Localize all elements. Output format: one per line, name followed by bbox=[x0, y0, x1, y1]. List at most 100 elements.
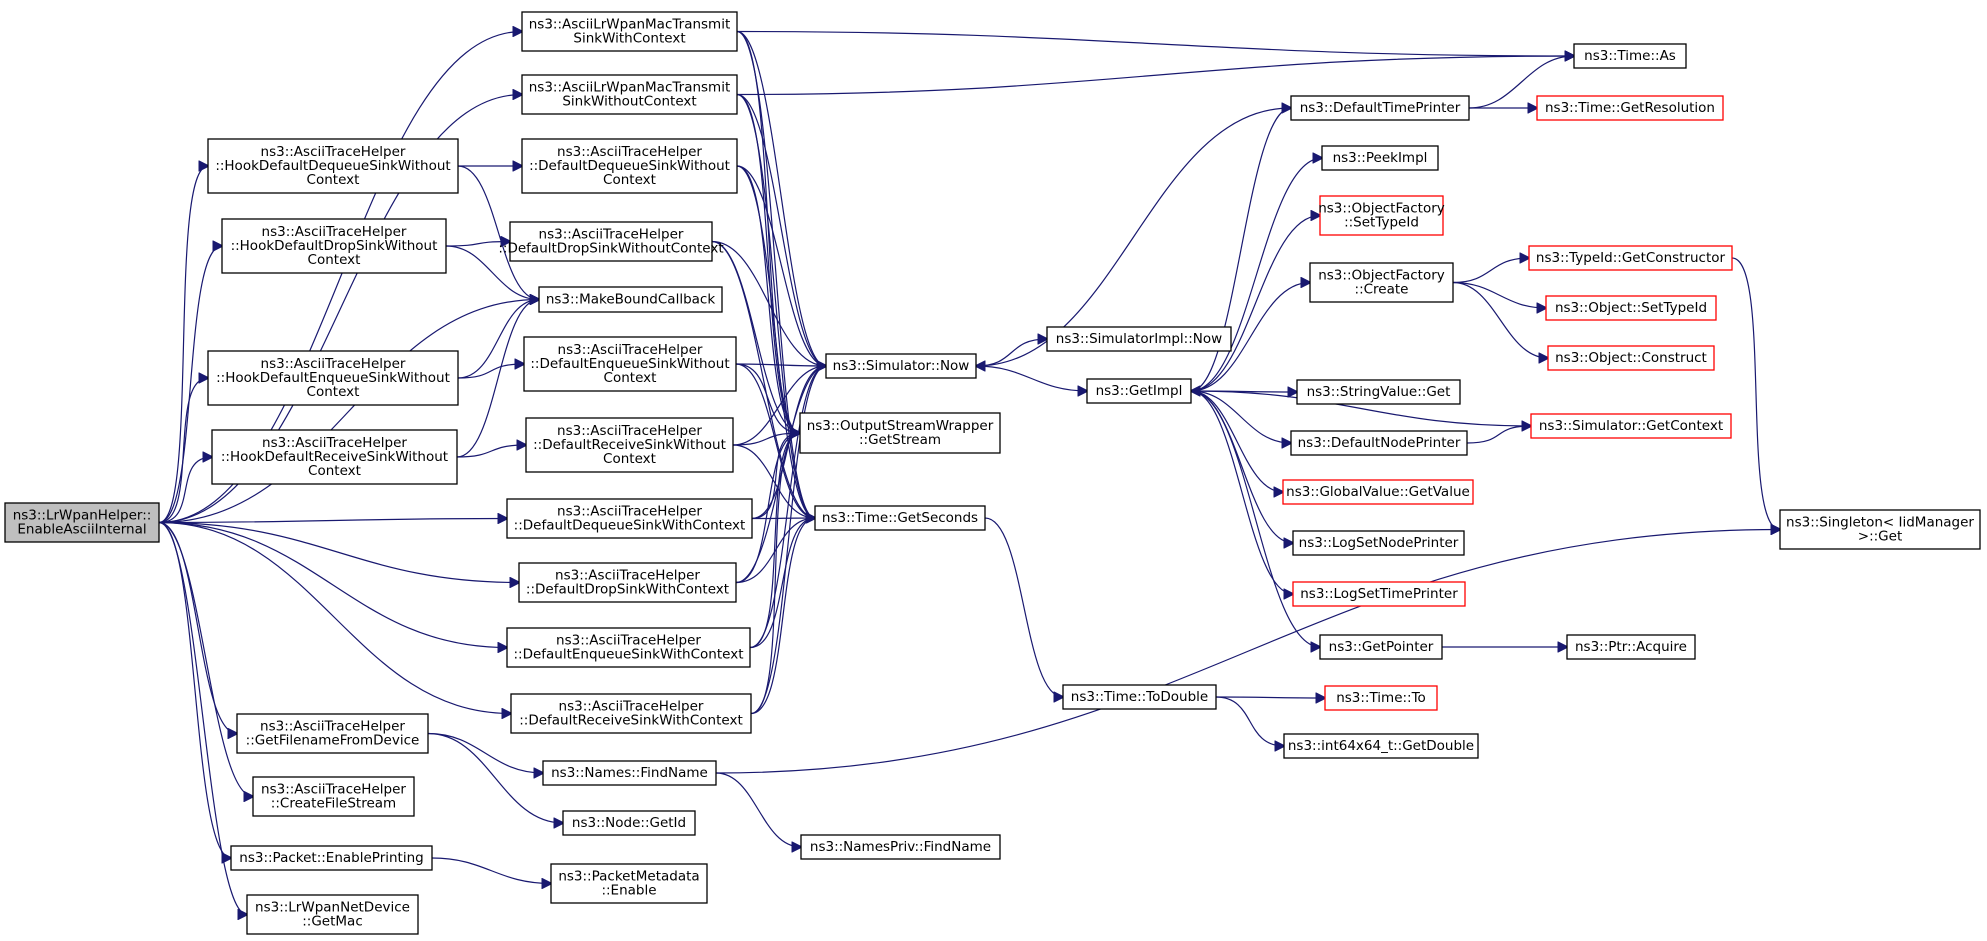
node-box bbox=[1528, 245, 1733, 271]
node-hookDeq[interactable]: ns3::AsciiTraceHelper::HookDefaultDequeu… bbox=[207, 138, 459, 194]
node-enablePrinting[interactable]: ns3::Packet::EnablePrinting bbox=[230, 845, 433, 871]
edge-root-to-defDropCtx bbox=[158, 521, 519, 583]
edge-root-to-enablePrinting bbox=[158, 521, 231, 859]
node-hookEnq[interactable]: ns3::AsciiTraceHelper::HookDefaultEnqueu… bbox=[207, 350, 459, 406]
edge-defDeqCtx-to-timeGetSeconds bbox=[751, 518, 815, 519]
node-objFactCreate[interactable]: ns3::ObjectFactory::Create bbox=[1309, 262, 1454, 303]
node-defRecvNoCtx[interactable]: ns3::AsciiTraceHelper::DefaultReceiveSin… bbox=[525, 417, 734, 473]
node-label: ns3::PacketMetadata bbox=[558, 869, 699, 885]
node-label: ns3::DefaultNodePrinter bbox=[1298, 435, 1461, 451]
node-defEnqCtx[interactable]: ns3::AsciiTraceHelper::DefaultEnqueueSin… bbox=[506, 627, 751, 668]
edge-root-to-lrwpanTxNoCtx bbox=[158, 95, 522, 524]
node-logSetTimePrinter[interactable]: ns3::LogSetTimePrinter bbox=[1292, 581, 1466, 607]
node-label: ns3::GetImpl bbox=[1096, 383, 1183, 399]
node-defDeqNoCtx[interactable]: ns3::AsciiTraceHelper::DefaultDequeueSin… bbox=[521, 138, 738, 194]
node-label: ::DefaultEnqueueSinkWithContext bbox=[513, 647, 743, 663]
node-namesFind[interactable]: ns3::Names::FindName bbox=[542, 760, 717, 786]
node-hookRecv[interactable]: ns3::AsciiTraceHelper::HookDefaultReceiv… bbox=[211, 429, 458, 485]
node-box bbox=[1086, 378, 1192, 404]
node-label: ns3::Node::GetId bbox=[572, 815, 686, 831]
node-defDeqCtx[interactable]: ns3::AsciiTraceHelper::DefaultDequeueSin… bbox=[506, 498, 753, 539]
node-namesPrivFind[interactable]: ns3::NamesPriv::FindName bbox=[800, 834, 1001, 860]
edge-hookRecv-to-makeBound bbox=[456, 300, 539, 458]
node-simGetContext[interactable]: ns3::Simulator::GetContext bbox=[1530, 413, 1732, 439]
node-timeTo[interactable]: ns3::Time::To bbox=[1324, 685, 1438, 711]
node-label: ns3::Packet::EnablePrinting bbox=[239, 850, 423, 866]
node-defTimePrinter[interactable]: ns3::DefaultTimePrinter bbox=[1290, 95, 1470, 121]
node-objConstruct[interactable]: ns3::Object::Construct bbox=[1547, 345, 1715, 371]
node-ptrAcquire[interactable]: ns3::Ptr::Acquire bbox=[1566, 634, 1696, 660]
node-globalValGet[interactable]: ns3::GlobalValue::GetValue bbox=[1282, 479, 1474, 505]
edge-root-to-hookDeq bbox=[158, 166, 208, 524]
edge-root-to-hookEnq bbox=[158, 378, 208, 524]
node-typeIdGetCtor[interactable]: ns3::TypeId::GetConstructor bbox=[1528, 245, 1733, 271]
node-box bbox=[1290, 430, 1468, 456]
node-getImpl[interactable]: ns3::GetImpl bbox=[1086, 378, 1192, 404]
node-hookDrop[interactable]: ns3::AsciiTraceHelper::HookDefaultDropSi… bbox=[221, 218, 447, 274]
node-getPointer[interactable]: ns3::GetPointer bbox=[1319, 634, 1443, 660]
node-timeGetSeconds[interactable]: ns3::Time::GetSeconds bbox=[814, 505, 986, 531]
node-pktMetaEnable[interactable]: ns3::PacketMetadata::Enable bbox=[550, 863, 708, 904]
node-strValGet[interactable]: ns3::StringValue::Get bbox=[1296, 379, 1461, 405]
edge-enablePrinting-to-pktMetaEnable bbox=[431, 857, 551, 884]
node-objFactSetTypeId[interactable]: ns3::ObjectFactory::SetTypeId bbox=[1318, 195, 1445, 236]
node-label: ns3::AsciiTraceHelper bbox=[260, 719, 405, 735]
node-box bbox=[1292, 530, 1465, 556]
node-lrwpanTxNoCtx[interactable]: ns3::AsciiLrWpanMacTransmitSinkWithoutCo… bbox=[521, 74, 738, 115]
node-label: ns3::AsciiTraceHelper bbox=[556, 633, 701, 649]
node-label: ::HookDefaultReceiveSinkWithout bbox=[221, 449, 448, 465]
node-label: ::DefaultEnqueueSinkWithout bbox=[530, 356, 729, 372]
edge-getImpl-to-defNodePrinter bbox=[1190, 390, 1291, 443]
edge-defDropCtx-to-osGetStream bbox=[735, 433, 800, 584]
node-label: ns3::NamesPriv::FindName bbox=[810, 839, 991, 855]
node-label: ns3::AsciiTraceHelper bbox=[557, 423, 702, 439]
node-label: ns3::AsciiTraceHelper bbox=[557, 144, 702, 160]
node-objSetTypeId[interactable]: ns3::Object::SetTypeId bbox=[1545, 295, 1717, 321]
node-createFile[interactable]: ns3::AsciiTraceHelper::CreateFileStream bbox=[252, 776, 415, 817]
node-defDropNoCtx[interactable]: ns3::AsciiTraceHelper::DefaultDropSinkWi… bbox=[498, 221, 724, 262]
edge-root-to-createFile bbox=[158, 521, 253, 797]
node-label: Context bbox=[603, 451, 656, 467]
node-simImplNow[interactable]: ns3::SimulatorImpl::Now bbox=[1046, 326, 1232, 352]
node-defRecvCtx[interactable]: ns3::AsciiTraceHelper::DefaultReceiveSin… bbox=[510, 693, 752, 734]
node-label: SinkWithContext bbox=[573, 31, 685, 47]
node-label: ns3::AsciiTraceHelper bbox=[261, 144, 406, 160]
node-getFilename[interactable]: ns3::AsciiTraceHelper::GetFilenameFromDe… bbox=[236, 713, 429, 754]
node-box bbox=[1290, 95, 1470, 121]
node-timeAs[interactable]: ns3::Time::As bbox=[1573, 43, 1687, 69]
node-timeToDouble[interactable]: ns3::Time::ToDouble bbox=[1062, 684, 1217, 710]
edge-defRecvCtx-to-osGetStream bbox=[750, 433, 800, 715]
node-int64GetDouble[interactable]: ns3::int64x64_t::GetDouble bbox=[1283, 733, 1479, 759]
edge-typeIdGetCtor-to-singletonGet bbox=[1731, 257, 1780, 530]
node-box bbox=[550, 863, 708, 904]
node-singletonGet[interactable]: ns3::Singleton< IidManager >::Get bbox=[1779, 509, 1981, 550]
node-lrwpanTxCtx[interactable]: ns3::AsciiLrWpanMacTransmitSinkWithConte… bbox=[521, 11, 738, 52]
node-label: Context bbox=[603, 172, 656, 188]
node-logSetNodePrinter[interactable]: ns3::LogSetNodePrinter bbox=[1292, 530, 1465, 556]
node-nodeGetId[interactable]: ns3::Node::GetId bbox=[562, 810, 696, 836]
node-label: ::Enable bbox=[601, 883, 656, 899]
node-timeGetRes[interactable]: ns3::Time::GetResolution bbox=[1536, 95, 1724, 121]
node-root[interactable]: ns3::LrWpanHelper::EnableAsciiInternal bbox=[4, 502, 160, 543]
node-box bbox=[510, 693, 752, 734]
node-defEnqNoCtx[interactable]: ns3::AsciiTraceHelper::DefaultEnqueueSin… bbox=[523, 336, 737, 392]
edge-getImpl-to-getPointer bbox=[1190, 390, 1320, 647]
node-box bbox=[252, 776, 415, 817]
node-getMac[interactable]: ns3::LrWpanNetDevice::GetMac bbox=[246, 894, 419, 935]
node-makeBound[interactable]: ns3::MakeBoundCallback bbox=[538, 286, 723, 313]
edge-hookRecv-to-defRecvNoCtx bbox=[456, 445, 526, 458]
node-box bbox=[525, 417, 734, 473]
edge-objFactCreate-to-objConstruct bbox=[1452, 281, 1548, 359]
node-simNow[interactable]: ns3::Simulator::Now bbox=[825, 353, 977, 379]
node-label: ::DefaultDropSinkWithContext bbox=[526, 582, 729, 598]
edge-root-to-getMac bbox=[158, 521, 247, 915]
edge-root-to-defEnqCtx bbox=[158, 521, 507, 648]
node-box bbox=[523, 336, 737, 392]
node-peekImpl[interactable]: ns3::PeekImpl bbox=[1321, 145, 1439, 171]
node-label: ns3::Ptr::Acquire bbox=[1575, 639, 1687, 655]
node-box bbox=[1321, 145, 1439, 171]
node-osGetStream[interactable]: ns3::OutputStreamWrapper::GetStream bbox=[799, 412, 1001, 454]
node-defDropCtx[interactable]: ns3::AsciiTraceHelper::DefaultDropSinkWi… bbox=[518, 562, 737, 603]
node-label: ns3::AsciiLrWpanMacTransmit bbox=[529, 80, 731, 96]
node-defNodePrinter[interactable]: ns3::DefaultNodePrinter bbox=[1290, 430, 1468, 456]
